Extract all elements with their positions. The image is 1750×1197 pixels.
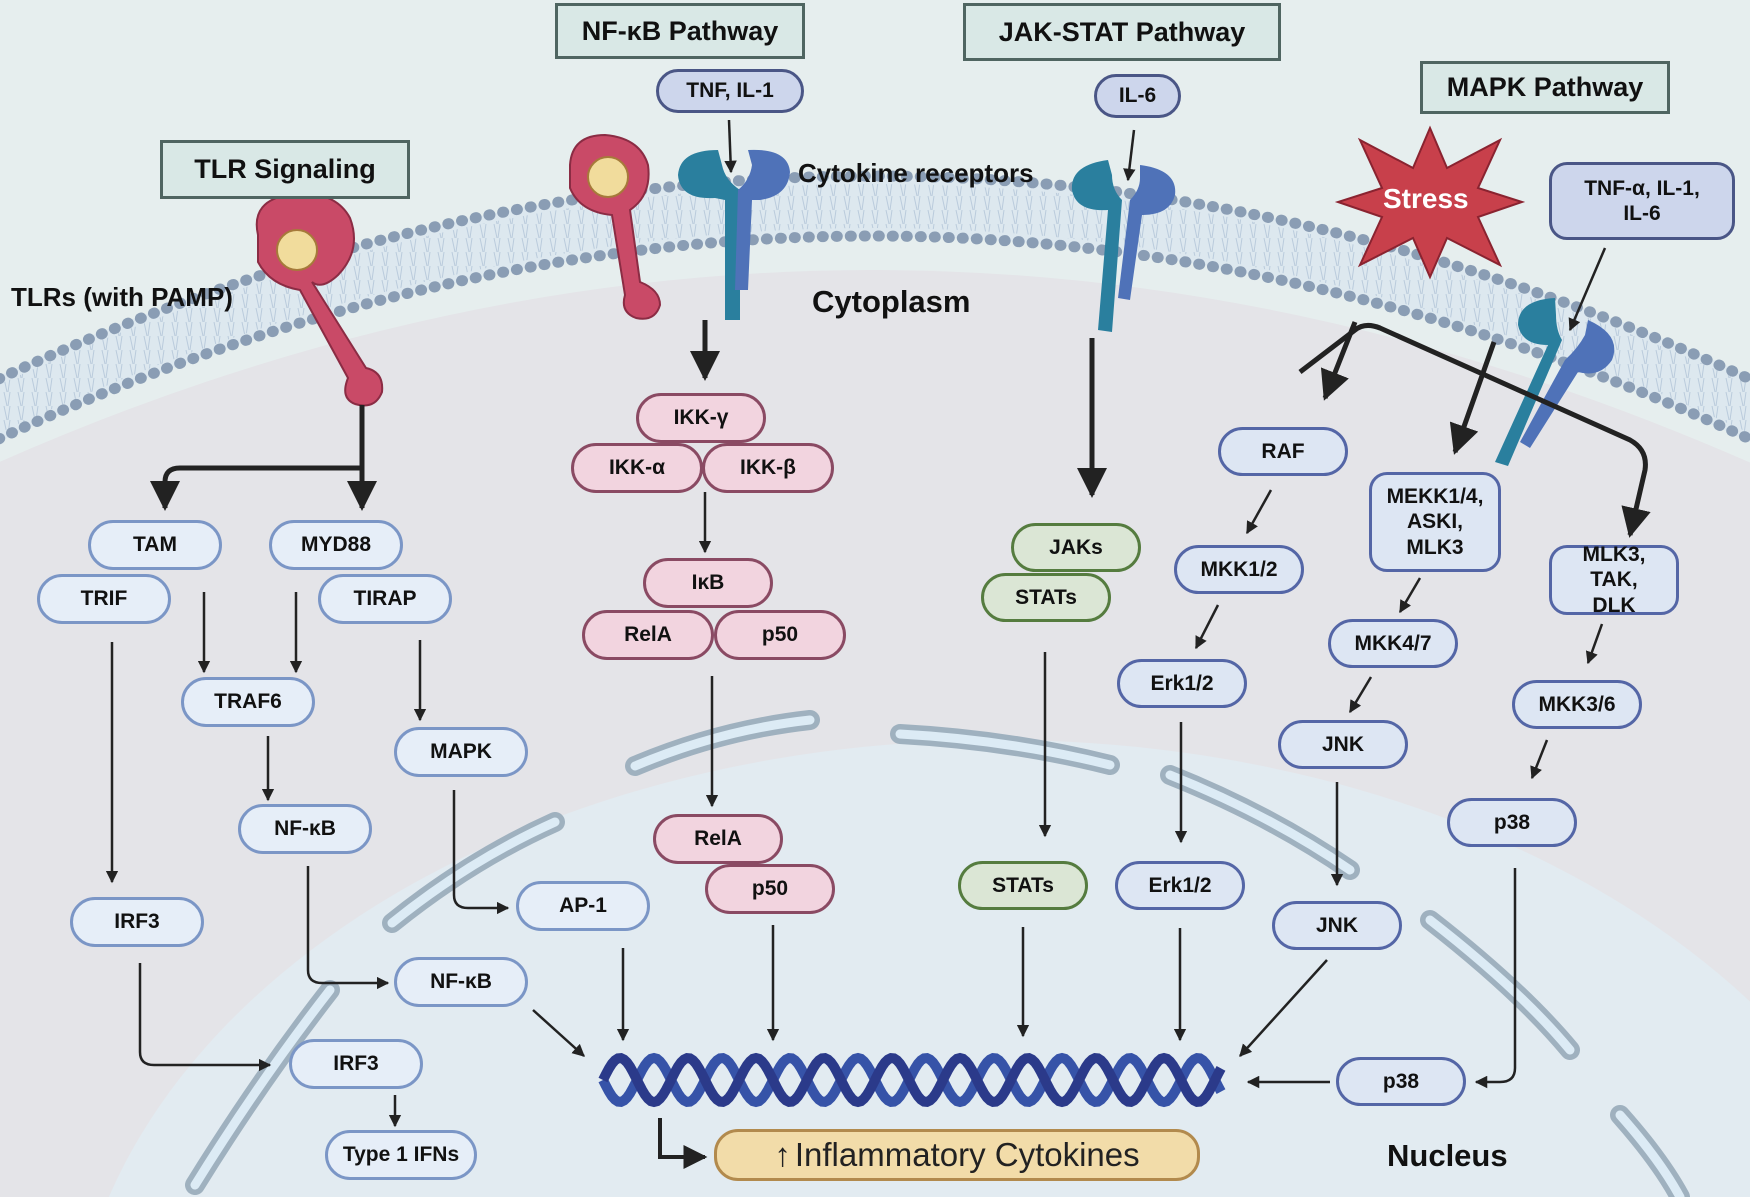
node-mlk3-tak-dlk[interactable]: MLK3, TAK, DLK: [1549, 543, 1679, 617]
inflammatory-cytokines-box[interactable]: ↑ Inflammatory Cytokines: [714, 1129, 1200, 1181]
up-arrow-icon: ↑: [774, 1136, 791, 1173]
arrow-mkk36-p38: [1530, 739, 1549, 780]
arrow-mkk47-jnk: [1348, 676, 1373, 714]
cytokine-receptor-icon-nfkb: [678, 149, 790, 320]
membrane-outer-heads: [0, 170, 1750, 386]
label-cytoplasm: Cytoplasm: [812, 284, 971, 319]
node-myd88[interactable]: MYD88: [269, 520, 403, 570]
node-trif[interactable]: TRIF: [37, 574, 171, 624]
node-raf[interactable]: RAF: [1218, 427, 1348, 476]
arrow-raf-mkk: [1245, 489, 1273, 535]
arrow-mapk-ap1: [452, 790, 510, 915]
ligand-tnf-il1[interactable]: TNF, IL-1: [656, 69, 804, 113]
node-rela[interactable]: RelA: [582, 610, 714, 660]
node-stats-nuclear[interactable]: STATs: [958, 861, 1088, 910]
header-tlr-signaling: TLR Signaling: [160, 140, 410, 199]
node-mekk[interactable]: MEKK1/4, ASKI, MLK3: [1369, 472, 1501, 572]
arrow-irf3-nuclear: [138, 963, 272, 1072]
tlr-receptor-icon-2: [569, 133, 662, 320]
node-p50[interactable]: p50: [714, 610, 846, 660]
node-ikb[interactable]: IκB: [643, 558, 773, 608]
arrow-mkk-erk: [1194, 604, 1220, 650]
header-mapk-pathway: MAPK Pathway: [1420, 61, 1670, 114]
stress-star-icon: [1334, 125, 1526, 280]
label-tlrs: TLRs (with PAMP): [11, 282, 233, 312]
arrow-il6-receptor: [1123, 129, 1136, 182]
arrow-mlk3-mkk36: [1585, 623, 1604, 665]
arrow-to-mlk3: [1298, 322, 1651, 538]
node-mkk36[interactable]: MKK3/6: [1512, 680, 1642, 729]
header-jakstat-pathway: JAK-STAT Pathway: [963, 3, 1281, 61]
arrow-nfkb-nuclear: [306, 866, 390, 990]
ligand-tnfa-il1-il6[interactable]: TNF-α, IL-1, IL-6: [1549, 162, 1735, 240]
arrow-to-mekk: [1449, 341, 1497, 455]
node-nfkb[interactable]: NF-κB: [238, 804, 372, 854]
membrane-inner-heads: [0, 230, 1750, 446]
arrow-dna-cytokines: [658, 1118, 708, 1169]
node-mkk12[interactable]: MKK1/2: [1174, 545, 1304, 594]
dna-helix-icon: [598, 1052, 1226, 1108]
tlr-receptor-icon: [255, 192, 384, 407]
node-nfkb-nuclear[interactable]: NF-κB: [394, 957, 528, 1007]
node-irf3-nuclear[interactable]: IRF3: [289, 1039, 423, 1089]
label-stress: Stress: [1383, 183, 1469, 214]
arrows: [105, 119, 1651, 1169]
arrow-p38-nuclear: [1474, 868, 1517, 1089]
arrow-tlr-tam: [150, 465, 362, 511]
node-jaks[interactable]: JAKs: [1011, 523, 1141, 572]
header-nfkb-pathway: NF-κB Pathway: [555, 3, 805, 59]
ligand-il6[interactable]: IL-6: [1094, 74, 1181, 118]
node-ap1[interactable]: AP-1: [516, 881, 650, 931]
node-tirap[interactable]: TIRAP: [318, 574, 452, 624]
arrow-nfkb-dna: [532, 1009, 585, 1057]
node-p38[interactable]: p38: [1447, 798, 1577, 847]
arrow-jnk-dna: [1239, 959, 1328, 1057]
arrow-tnf-receptor: [724, 119, 737, 174]
node-ikk-gamma[interactable]: IKK-γ: [636, 393, 766, 443]
label-nucleus: Nucleus: [1387, 1138, 1508, 1173]
arrow-tnfa-receptor: [1568, 247, 1607, 332]
node-jnk-nuclear[interactable]: JNK: [1272, 901, 1402, 950]
node-irf3[interactable]: IRF3: [70, 897, 204, 947]
node-erk12[interactable]: Erk1/2: [1117, 659, 1247, 708]
node-rela-nuclear[interactable]: RelA: [653, 814, 783, 864]
node-mkk47[interactable]: MKK4/7: [1328, 619, 1458, 668]
inflammatory-cytokines-label: Inflammatory Cytokines: [794, 1136, 1140, 1173]
label-cytokine-receptors: Cytokine receptors: [798, 158, 1034, 188]
node-mapk[interactable]: MAPK: [394, 727, 528, 777]
node-type1-ifns[interactable]: Type 1 IFNs: [325, 1130, 477, 1180]
node-erk12-nuclear[interactable]: Erk1/2: [1115, 861, 1245, 910]
arrow-mekk-mkk47: [1398, 577, 1422, 614]
node-p38-nuclear[interactable]: p38: [1336, 1057, 1466, 1106]
node-p50-nuclear[interactable]: p50: [705, 864, 835, 914]
node-jnk[interactable]: JNK: [1278, 720, 1408, 769]
cytokine-receptor-icon-mapk: [1495, 298, 1615, 466]
node-ikk-beta[interactable]: IKK-β: [702, 443, 834, 493]
node-traf6[interactable]: TRAF6: [181, 677, 315, 727]
node-stats[interactable]: STATs: [981, 573, 1111, 622]
node-ikk-alpha[interactable]: IKK-α: [571, 443, 703, 493]
cytokine-receptor-icon-jakstat: [1071, 160, 1176, 332]
node-tam[interactable]: TAM: [88, 520, 222, 570]
